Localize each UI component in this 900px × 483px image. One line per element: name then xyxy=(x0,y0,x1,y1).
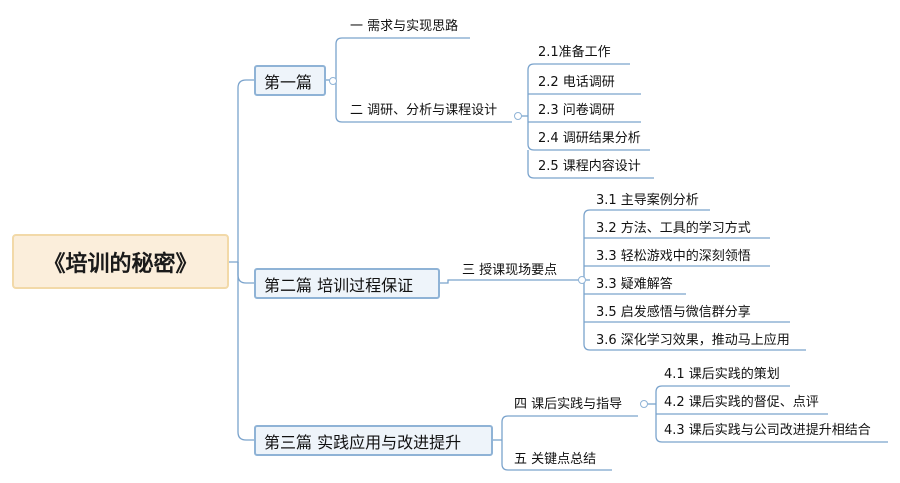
step-3-3a[interactable]: 3.3 轻松游戏中的深刻领悟 xyxy=(596,249,751,264)
step-2-4[interactable]: 2.4 调研结果分析 xyxy=(538,131,641,146)
part3-node[interactable]: 第三篇 实践应用与改进提升 xyxy=(254,425,493,456)
topic-points[interactable]: 三 授课现场要点 xyxy=(462,263,558,278)
step-2-5[interactable]: 2.5 课程内容设计 xyxy=(538,159,641,174)
topic-demand[interactable]: 一 需求与实现思路 xyxy=(350,19,459,34)
collapse-dot-part1[interactable] xyxy=(329,77,337,85)
step-2-1[interactable]: 2.1准备工作 xyxy=(538,45,611,60)
collapse-dot-practice[interactable] xyxy=(640,400,648,408)
step-2-3[interactable]: 2.3 问卷调研 xyxy=(538,103,615,118)
step-3-3b[interactable]: 3.3 疑难解答 xyxy=(596,277,673,292)
step-4-1[interactable]: 4.1 课后实践的策划 xyxy=(664,367,780,382)
step-4-3[interactable]: 4.3 课后实践与公司改进提升相结合 xyxy=(664,423,871,438)
step-4-2[interactable]: 4.2 课后实践的督促、点评 xyxy=(664,395,819,410)
topic-design[interactable]: 二 调研、分析与课程设计 xyxy=(350,103,498,118)
part2-node[interactable]: 第二篇 培训过程保证 xyxy=(254,268,440,299)
collapse-dot-design[interactable] xyxy=(514,112,522,120)
step-3-1[interactable]: 3.1 主导案例分析 xyxy=(596,193,699,208)
step-3-5[interactable]: 3.5 启发感悟与微信群分享 xyxy=(596,305,751,320)
root-node[interactable]: 《培训的秘密》 xyxy=(12,234,229,289)
step-3-6[interactable]: 3.6 深化学习效果，推动马上应用 xyxy=(596,333,790,348)
part1-node[interactable]: 第一篇 xyxy=(254,65,326,96)
step-2-2[interactable]: 2.2 电话调研 xyxy=(538,75,615,90)
topic-summary[interactable]: 五 关键点总结 xyxy=(514,452,597,467)
collapse-dot-points[interactable] xyxy=(578,276,586,284)
step-3-2[interactable]: 3.2 方法、工具的学习方式 xyxy=(596,221,751,236)
topic-practice[interactable]: 四 课后实践与指导 xyxy=(514,397,623,412)
